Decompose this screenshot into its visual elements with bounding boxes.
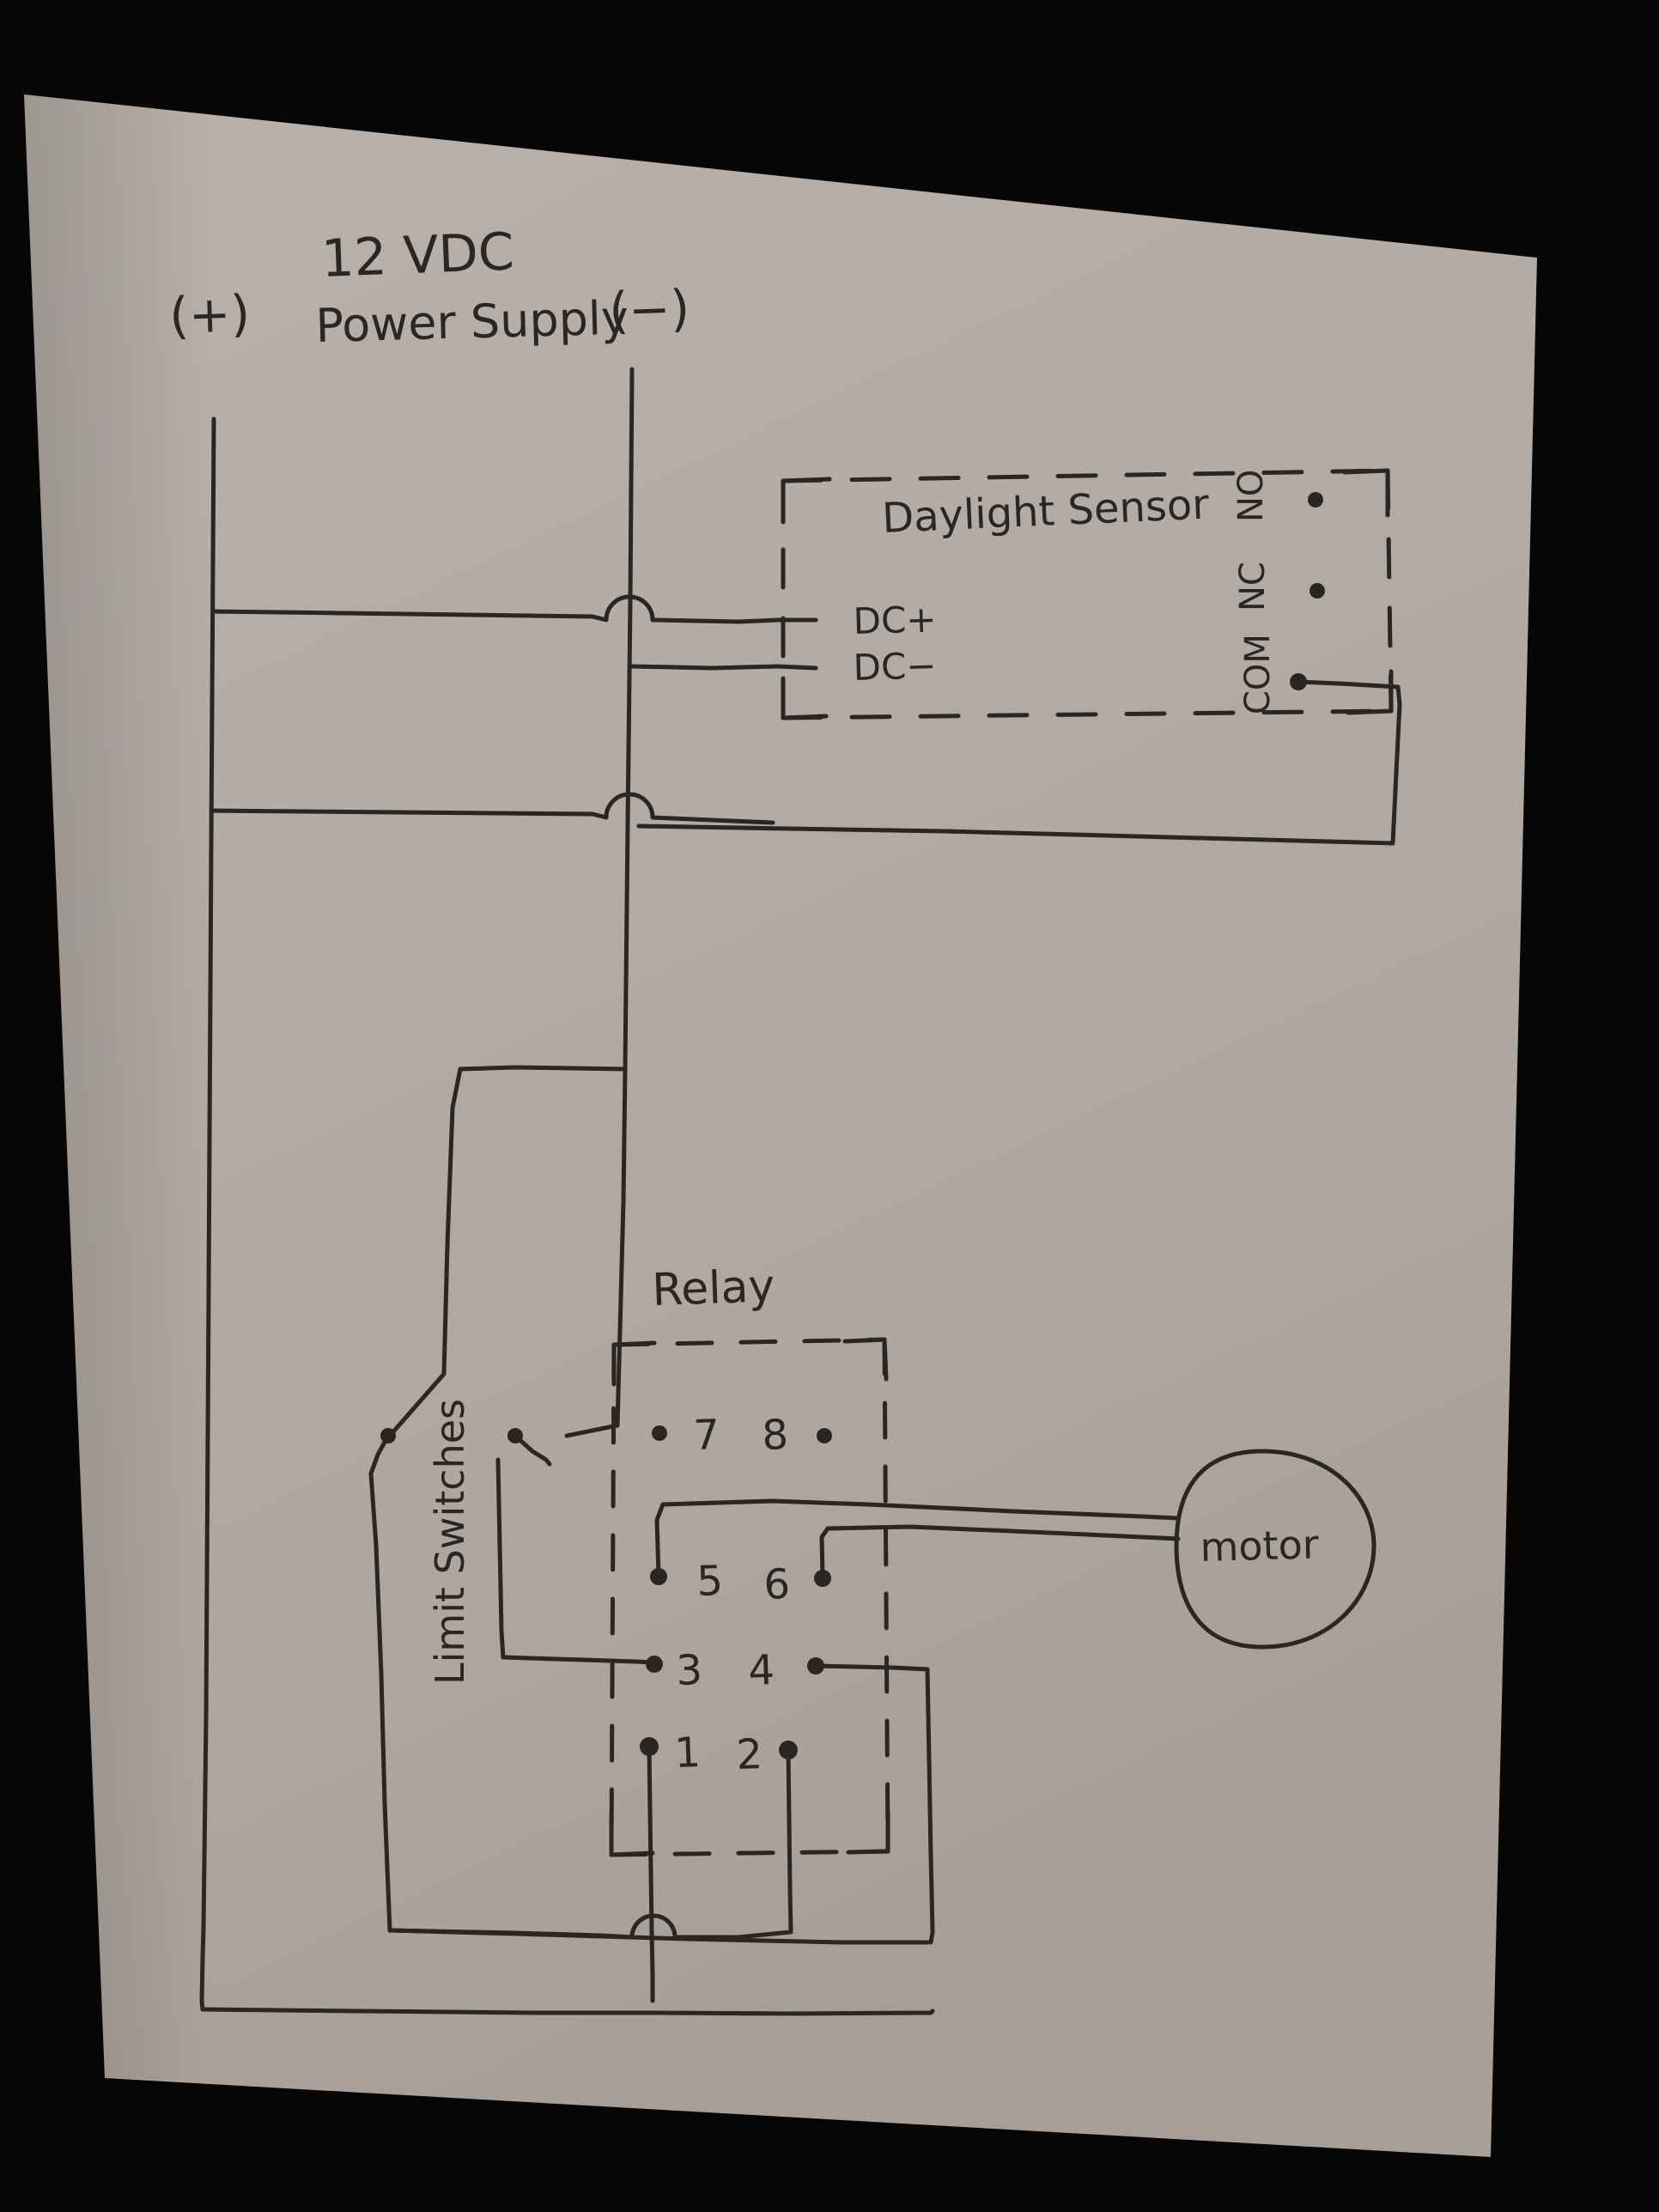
wire-terminal4-right	[813, 1663, 935, 1945]
wire-minus-to-dcminus	[629, 664, 781, 671]
relay-number-3: 3	[675, 1646, 702, 1695]
wire-terminal5-to-motor	[654, 1498, 1181, 1579]
positive-rail	[201, 416, 216, 1930]
relay-terminal-8	[817, 1428, 832, 1443]
sensor-dcplus-label: DC+	[853, 598, 937, 642]
limit-switch-b-stem	[495, 1457, 506, 1660]
wire-to-limit-switch-a	[387, 1065, 628, 1438]
limit-switch-b-arm	[513, 1433, 552, 1467]
wire-bottom-return-bus	[199, 1925, 935, 2016]
supply-positive-label: (+)	[168, 284, 251, 345]
relay-terminal-3	[646, 1656, 663, 1673]
wire-plus-to-dcplus	[211, 594, 781, 624]
motor-circle	[1174, 1449, 1376, 1650]
relay-number-8: 8	[761, 1411, 788, 1460]
supply-title-line1: 12 VDC	[320, 222, 515, 289]
sensor-dcminus-label: DC−	[853, 644, 937, 689]
limit-switch-a-stem	[368, 1471, 392, 1933]
relay-box	[609, 1337, 890, 1857]
sensor-terminal-no	[1308, 492, 1323, 507]
supply-negative-label: (−)	[608, 279, 690, 340]
sensor-nc-label: NC	[1233, 562, 1273, 611]
sensor-terminal-com	[1290, 673, 1307, 690]
relay-number-7: 7	[692, 1411, 720, 1460]
supply-title-line2: Power Supply	[315, 290, 629, 353]
wire-limit-b-to-terminal3	[501, 1655, 655, 1665]
relay-number-5: 5	[696, 1557, 723, 1606]
relay-number-6: 6	[763, 1560, 790, 1609]
wire-plus-lower-branch	[209, 792, 775, 825]
wire-com-return	[636, 684, 1402, 846]
sensor-no-label: NO	[1231, 470, 1271, 522]
negative-rail	[623, 367, 635, 1072]
relay-number-4: 4	[747, 1646, 775, 1695]
sensor-title: Daylight Sensor	[881, 480, 1210, 543]
sensor-com-label: COM	[1238, 634, 1278, 714]
wire-terminal2-down	[786, 1747, 793, 1933]
wire-to-limit-switch-b	[564, 1066, 628, 1438]
relay-terminal-7	[652, 1425, 667, 1441]
stub-dcminus	[775, 664, 818, 671]
wire-terminal6-to-motor	[819, 1524, 1181, 1581]
relay-number-2: 2	[735, 1730, 763, 1779]
relay-number-1: 1	[673, 1729, 701, 1778]
limit-switches-label: Limit Switches	[427, 1399, 473, 1685]
relay-terminals	[640, 1425, 832, 1759]
paper-surface	[24, 94, 1537, 2157]
relay-box-corners	[609, 1337, 890, 1857]
wire-terminal1-down	[647, 1744, 655, 2003]
limit-switch-a-arm	[368, 1433, 391, 1476]
wire-mid-bottom-bus	[387, 1913, 793, 1940]
wire-com-to-terminal	[1296, 679, 1401, 690]
sensor-terminal-nc	[1310, 583, 1325, 599]
motor-label: motor	[1200, 1521, 1319, 1571]
relay-title: Relay	[651, 1261, 775, 1316]
sensor-box-corners	[781, 468, 1394, 720]
